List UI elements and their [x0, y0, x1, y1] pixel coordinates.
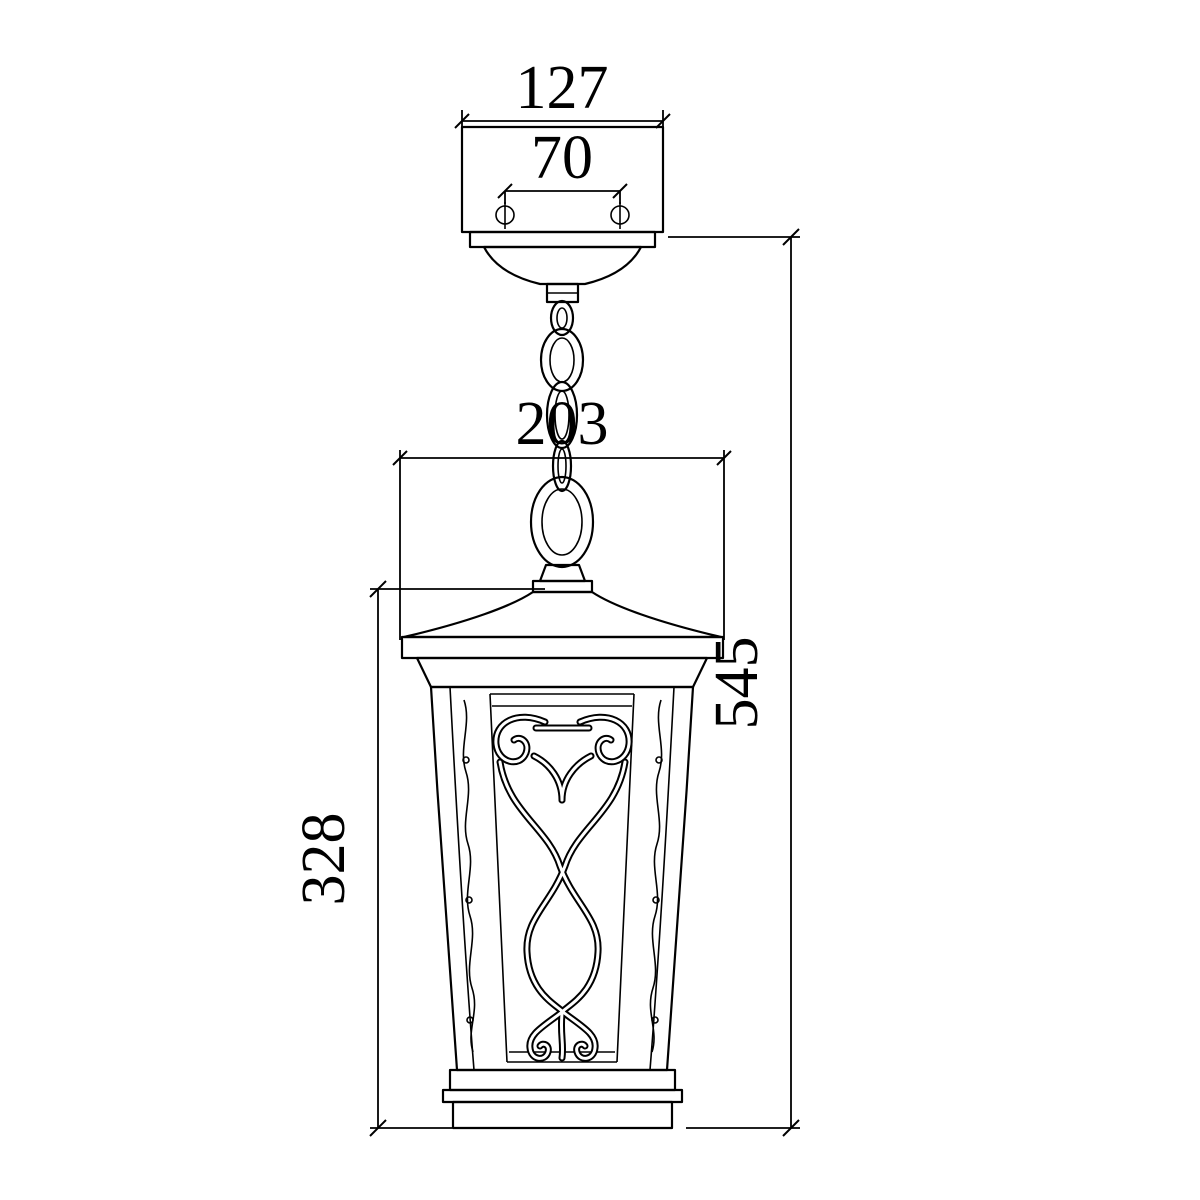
vine-knot	[462, 756, 470, 764]
dim-body-height: 328	[290, 580, 545, 1137]
dim-label-mount-plate-width: 127	[516, 54, 609, 122]
vine-knot	[465, 896, 473, 904]
base-cap	[451, 1100, 674, 1130]
corner-post-left	[449, 686, 475, 1071]
base-band-upper	[448, 1068, 677, 1092]
canopy	[482, 245, 643, 304]
dimension-ticks	[454, 113, 671, 129]
lantern-base	[441, 1068, 684, 1130]
hanging-loop	[529, 475, 595, 594]
side-vine-left	[462, 699, 476, 1053]
body-right-edge	[665, 685, 695, 1072]
vine-knot	[655, 756, 663, 764]
chain-link-inner	[549, 337, 575, 383]
dim-mount-plate-width: 127	[454, 54, 671, 129]
vine-knot	[466, 1016, 474, 1024]
vine-knot	[652, 896, 660, 904]
chain-link-inner	[557, 448, 567, 484]
dim-hole-spacing: 70	[495, 124, 630, 229]
dim-label-overall-height: 545	[703, 637, 771, 730]
chain-link	[549, 299, 575, 337]
dim-label-body-height: 328	[290, 813, 358, 906]
roof-eave-band	[400, 635, 725, 660]
dimension-ticks	[369, 580, 387, 1137]
canopy-dome	[482, 245, 643, 286]
hanging-chain	[539, 299, 585, 493]
roof-bell	[402, 590, 723, 639]
leader-lines	[504, 191, 621, 204]
loop-outer	[529, 475, 595, 569]
glass-frame-top	[490, 693, 634, 707]
extension-lines	[461, 110, 664, 127]
side-vine-right	[649, 699, 663, 1053]
chain-link-inner	[554, 390, 570, 440]
chain-link	[545, 380, 579, 450]
dim-label-lantern-width: 203	[516, 390, 609, 458]
loop-inner	[541, 488, 583, 556]
dimension-ticks	[782, 228, 800, 1137]
body-left-edge	[429, 685, 459, 1072]
scroll-ornament	[496, 717, 629, 1058]
chain-link-inner	[556, 307, 568, 329]
dim-label-hole-spacing: 70	[531, 124, 593, 192]
lantern-roof	[400, 590, 725, 689]
glass-frame-left	[489, 693, 508, 1063]
roof-shoulder	[415, 656, 709, 689]
finial-band	[531, 579, 594, 594]
chain-link	[551, 439, 573, 493]
base-band-lip	[441, 1088, 684, 1104]
vine-knot	[651, 1016, 659, 1024]
mount-plate-base-band	[468, 230, 657, 249]
dim-lantern-width: 203	[392, 390, 732, 640]
extension-lines	[399, 450, 725, 640]
dim-overall-height: 545	[668, 228, 800, 1137]
